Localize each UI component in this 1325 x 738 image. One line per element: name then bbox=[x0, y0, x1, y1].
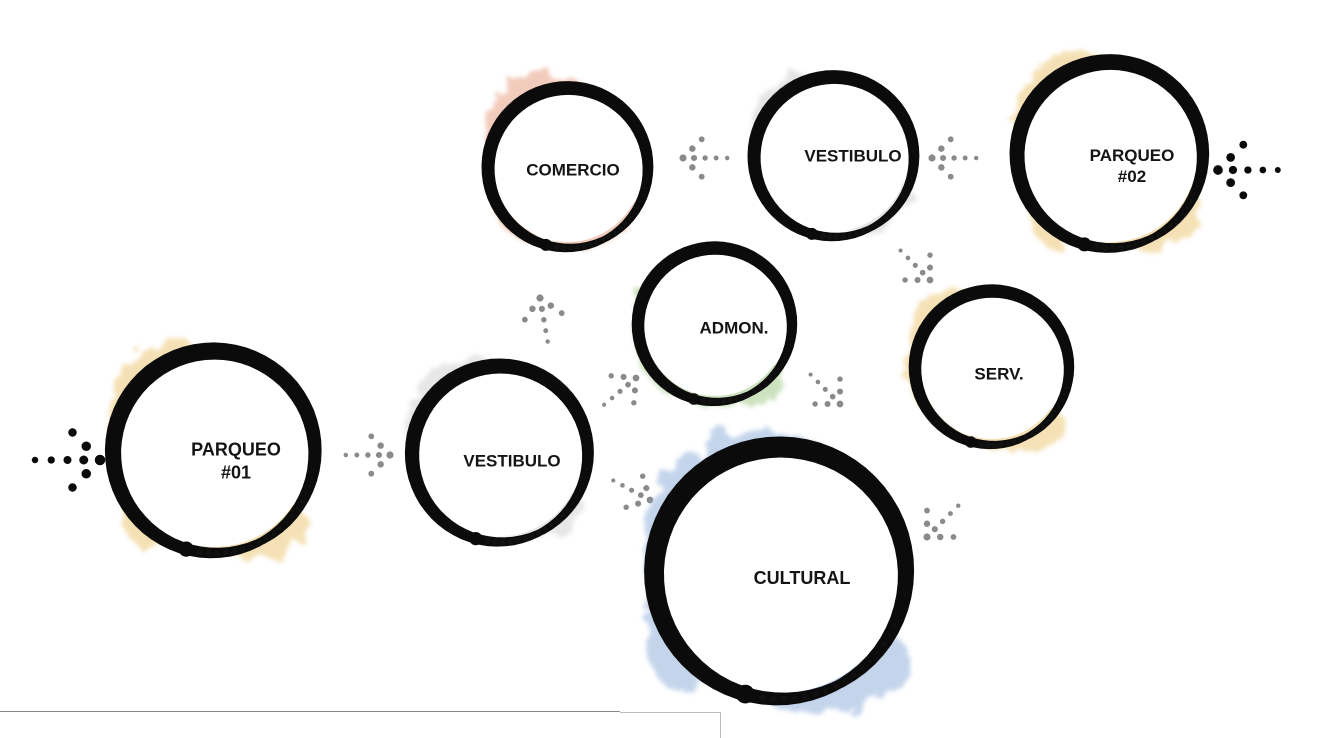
node-cultural bbox=[644, 428, 915, 713]
node-label-line: #01 bbox=[220, 462, 252, 482]
entrance-arrow-right bbox=[1213, 140, 1281, 200]
dotted-arc bbox=[819, 169, 914, 241]
node-face bbox=[921, 297, 1063, 439]
brush-start-dot bbox=[178, 541, 194, 557]
node-admon bbox=[631, 241, 798, 407]
arrow-admon-cultural bbox=[808, 372, 844, 408]
arrow-vestibulo-serv bbox=[898, 248, 934, 284]
brush-start-dot bbox=[469, 532, 483, 546]
node-label-vestibulo-bottom: VESTIBULO bbox=[463, 450, 560, 471]
dotted-arc bbox=[196, 468, 315, 557]
arrow-vestibulo-comercio bbox=[521, 294, 565, 344]
arrow-serv-cultural bbox=[923, 503, 961, 541]
node-label-line: PARQUEO bbox=[191, 439, 281, 460]
brush-start-dot bbox=[539, 238, 552, 251]
node-label-line: ADMON. bbox=[699, 318, 769, 338]
node-label-comercio: COMERCIO bbox=[526, 159, 620, 180]
node-face bbox=[119, 357, 309, 547]
dotted-arc bbox=[978, 380, 1069, 449]
bottom-frame-tick bbox=[620, 712, 720, 713]
brush-start-dot bbox=[735, 684, 755, 704]
arrow-parqueo01-vestibulo bbox=[343, 433, 394, 477]
arrow-vestibulo-admon bbox=[602, 373, 640, 407]
node-label-parqueo-02: PARQUEO #02 bbox=[1090, 145, 1175, 188]
node-label-parqueo-01: PARQUEO#01 bbox=[191, 439, 281, 484]
node-serv bbox=[906, 284, 1075, 452]
dotted-arc bbox=[484, 468, 588, 546]
node-comercio bbox=[481, 74, 654, 253]
node-label-serv: SERV. bbox=[974, 363, 1023, 384]
node-label-line: CULTURAL bbox=[753, 567, 851, 588]
node-parqueo-01 bbox=[104, 342, 322, 559]
dotted-arc bbox=[701, 337, 792, 406]
node-face bbox=[494, 94, 642, 242]
node-face bbox=[418, 372, 582, 536]
dotted-arc bbox=[759, 593, 906, 702]
arrow-vestibulo-comercio-top bbox=[679, 136, 730, 180]
node-parqueo-02 bbox=[1009, 52, 1210, 253]
node-face bbox=[760, 83, 908, 231]
dotted-arc bbox=[1093, 170, 1203, 252]
node-label-line: VESTIBULO bbox=[804, 146, 902, 166]
node-label-line: SERV. bbox=[974, 364, 1024, 384]
node-label-cultural: CULTURAL bbox=[754, 567, 851, 590]
bottom-frame-divider bbox=[720, 712, 721, 738]
node-label-admon: ADMON. bbox=[700, 317, 769, 338]
brush-start-dot bbox=[965, 436, 977, 448]
brush-start-dot bbox=[1077, 237, 1092, 252]
node-label-line: #02 bbox=[1117, 167, 1147, 186]
node-vestibulo-bottom bbox=[404, 358, 594, 547]
arrow-vestibulo-cultural bbox=[611, 473, 654, 510]
node-face bbox=[1023, 68, 1197, 242]
entrance-arrow-left bbox=[31, 428, 106, 492]
node-label-line: PARQUEO bbox=[1089, 145, 1175, 165]
brush-start-dot bbox=[805, 227, 818, 240]
dotted-arc bbox=[553, 180, 648, 252]
bottom-frame-line bbox=[0, 711, 620, 712]
arrow-parqueo02-vestibulo bbox=[928, 136, 979, 180]
brush-start-dot bbox=[688, 393, 700, 405]
node-label-vestibulo-top: VESTIBULO bbox=[804, 145, 901, 166]
node-face bbox=[660, 453, 900, 693]
node-face bbox=[644, 254, 786, 396]
node-vestibulo-top bbox=[747, 70, 920, 242]
node-label-line: VESTIBULO bbox=[463, 451, 561, 471]
node-label-line: COMERCIO bbox=[526, 160, 620, 180]
